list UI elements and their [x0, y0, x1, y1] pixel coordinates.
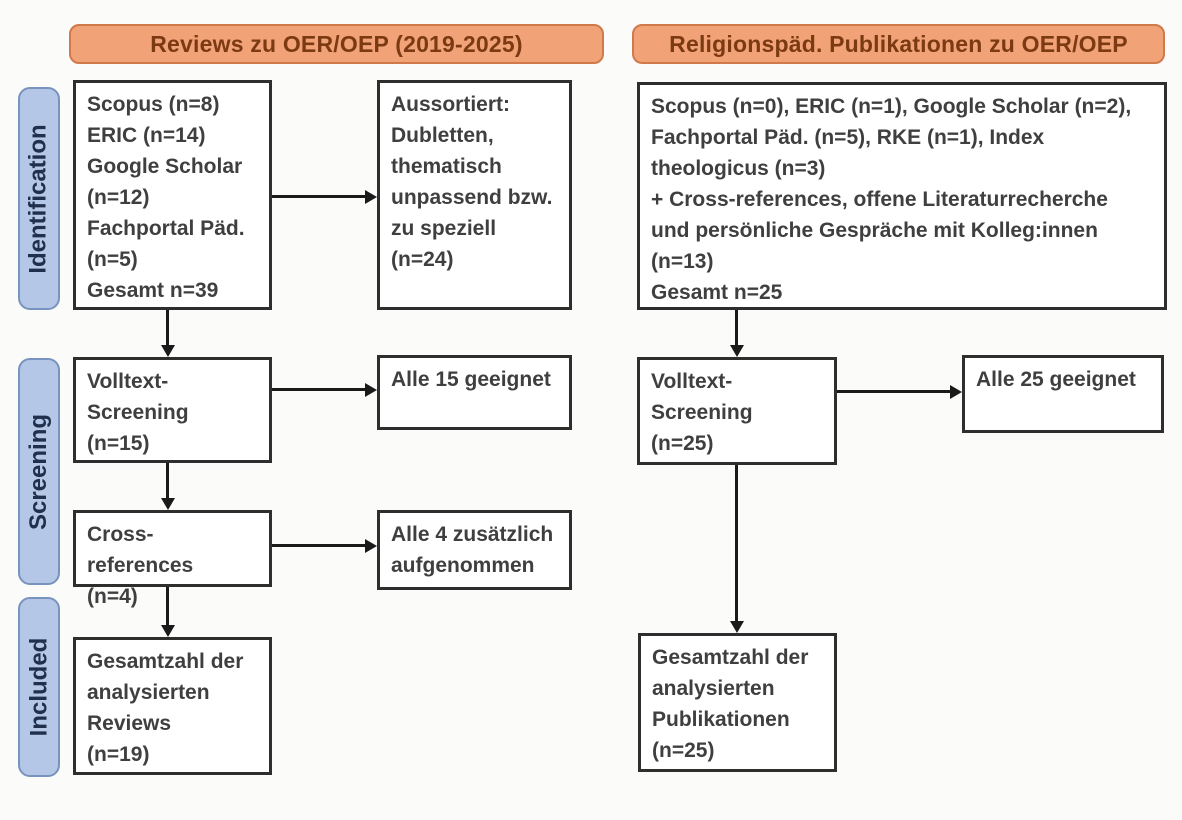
box-right-sources: Scopus (n=0), ERIC (n=1), Google Scholar…: [637, 82, 1167, 310]
box-included-reviews: Gesamtzahl der analysierten Reviews (n=1…: [73, 637, 272, 775]
arrow-fulltext-to-included-publications: [735, 465, 738, 621]
arrow-crossreferences-to-included-reviews: [166, 587, 169, 625]
stage-label-included: Included: [18, 597, 60, 777]
arrow-fulltext-to-eligible-25: [837, 390, 950, 393]
arrow-sources-to-fulltext-left: [166, 310, 169, 345]
column-header-reviews: Reviews zu OER/OEP (2019-2025): [69, 24, 604, 64]
arrow-sources-to-fulltext-right: [735, 310, 738, 345]
stage-label-identification-text: Identification: [25, 123, 52, 274]
box-excluded: Aussortiert: Dubletten, thematisch unpas…: [377, 80, 572, 310]
box-included-publications: Gesamtzahl der analysierten Publikatione…: [638, 633, 837, 772]
box-added-4: Alle 4 zusätzlich aufgenommen: [377, 510, 572, 590]
stage-label-included-text: Included: [25, 637, 53, 737]
arrow-fulltext-to-crossreferences: [166, 463, 169, 498]
box-eligible-15: Alle 15 geeignet: [377, 355, 572, 430]
box-left-sources: Scopus (n=8) ERIC (n=14) Google Scholar …: [73, 80, 272, 310]
arrow-sources-to-excluded: [272, 195, 365, 198]
box-fulltext-screening-right: Volltext- Screening (n=25): [637, 357, 837, 465]
column-header-religionspaed: Religionspäd. Publikationen zu OER/OEP: [632, 24, 1165, 64]
arrow-fulltext-to-eligible-15: [272, 388, 365, 391]
stage-label-screening: Screening: [18, 358, 60, 585]
stage-label-identification: Identification: [18, 87, 60, 310]
box-fulltext-screening-left: Volltext- Screening (n=15): [73, 357, 272, 463]
box-eligible-25: Alle 25 geeignet: [962, 355, 1164, 433]
box-crossreferences: Cross-references (n=4): [73, 510, 272, 608]
arrow-crossreferences-to-added-4: [272, 544, 365, 547]
stage-label-screening-text: Screening: [25, 413, 53, 530]
